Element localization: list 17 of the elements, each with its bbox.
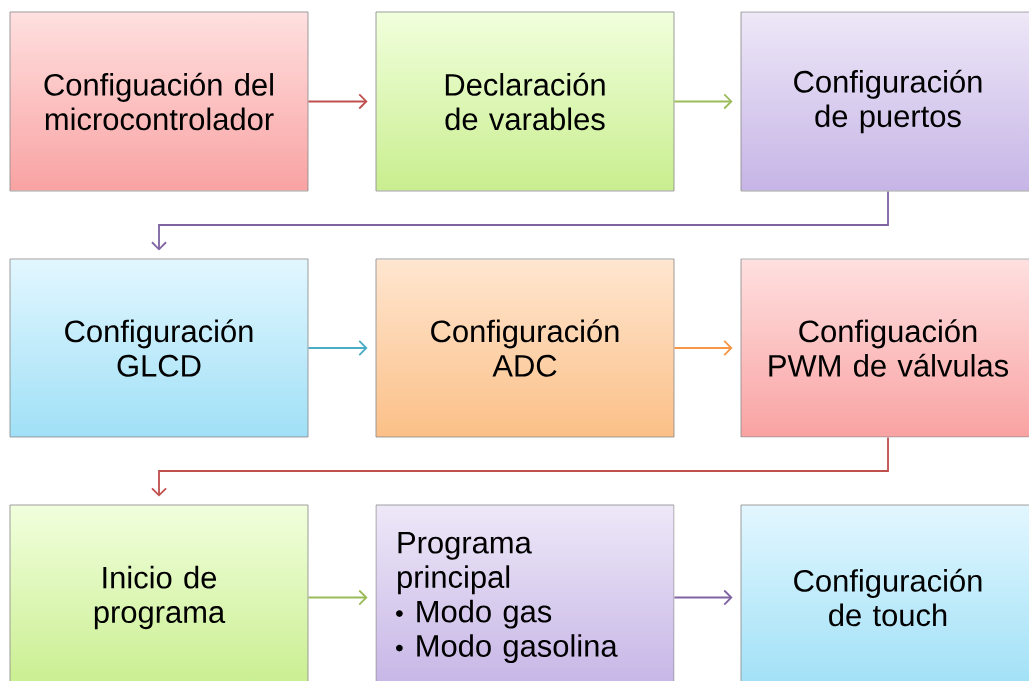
process-box: Declaración de varables bbox=[375, 11, 675, 192]
process-box: Configuración de puertos bbox=[740, 11, 1029, 192]
arrow bbox=[307, 340, 368, 356]
arrow bbox=[307, 93, 368, 110]
process-box: Configuación PWM de válvulas bbox=[740, 258, 1029, 438]
process-box: Configuación del microcontrolador bbox=[9, 11, 309, 192]
arrow bbox=[673, 340, 733, 356]
process-box: Configuración ADC bbox=[375, 258, 675, 438]
arrow bbox=[151, 436, 889, 497]
arrow bbox=[151, 190, 889, 251]
process-box: Programa principal Modo gas Modo gasolina bbox=[375, 504, 675, 681]
arrow bbox=[307, 589, 368, 606]
arrow bbox=[673, 93, 733, 110]
process-box: Inicio de programa bbox=[9, 504, 309, 681]
arrow bbox=[673, 589, 733, 606]
process-box: Configuración GLCD bbox=[9, 258, 309, 438]
process-box: Configuración de touch bbox=[740, 504, 1029, 681]
